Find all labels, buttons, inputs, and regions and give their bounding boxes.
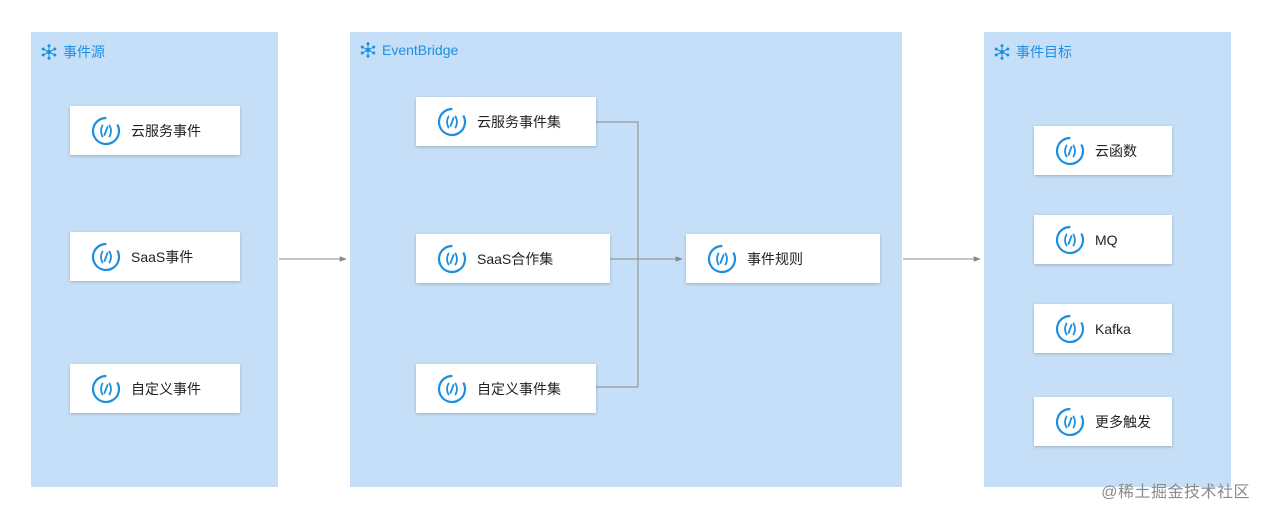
node-cloud-service-event[interactable]: 云服务事件: [70, 106, 240, 155]
node-more-triggers[interactable]: 更多触发: [1034, 397, 1172, 446]
event-source-title: 事件源: [63, 44, 105, 60]
event-icon: [1054, 313, 1086, 345]
node-saas-partner-set[interactable]: SaaS合作集: [416, 234, 610, 283]
eventbridge-title: EventBridge: [382, 42, 459, 58]
event-icon: [1054, 135, 1086, 167]
event-icon: [436, 373, 468, 405]
event-icon: [1054, 224, 1086, 256]
event-icon: [90, 373, 122, 405]
merge-bracket: [596, 121, 639, 388]
node-cloud-function[interactable]: 云函数: [1034, 126, 1172, 175]
node-saas-event[interactable]: SaaS事件: [70, 232, 240, 281]
event-icon: [436, 243, 468, 275]
event-icon: [1054, 406, 1086, 438]
node-label: SaaS合作集: [477, 250, 554, 267]
node-custom-event-set[interactable]: 自定义事件集: [416, 364, 596, 413]
event-target-title: 事件目标: [1016, 44, 1072, 60]
event-icon: [90, 115, 122, 147]
node-label: 更多触发: [1095, 413, 1151, 430]
event-icon: [436, 106, 468, 138]
node-mq[interactable]: MQ: [1034, 215, 1172, 264]
node-kafka[interactable]: Kafka: [1034, 304, 1172, 353]
node-label: SaaS事件: [131, 248, 194, 265]
node-label: 云函数: [1095, 142, 1137, 159]
node-label: Kafka: [1095, 320, 1131, 337]
panel-title: EventBridge: [360, 42, 458, 58]
panel-title: 事件源: [41, 42, 105, 62]
node-event-rule[interactable]: 事件规则: [686, 234, 880, 283]
node-label: 自定义事件: [131, 380, 201, 397]
node-label: 自定义事件集: [477, 380, 561, 397]
node-label: 事件规则: [747, 250, 803, 267]
panel-title: 事件目标: [994, 42, 1072, 62]
watermark: @稀土掘金技术社区: [1101, 484, 1250, 501]
event-icon: [706, 243, 738, 275]
node-label: MQ: [1095, 231, 1118, 248]
node-custom-event[interactable]: 自定义事件: [70, 364, 240, 413]
node-label: 云服务事件集: [477, 113, 561, 130]
node-cloud-service-event-set[interactable]: 云服务事件集: [416, 97, 596, 146]
event-icon: [90, 241, 122, 273]
node-label: 云服务事件: [131, 122, 201, 139]
